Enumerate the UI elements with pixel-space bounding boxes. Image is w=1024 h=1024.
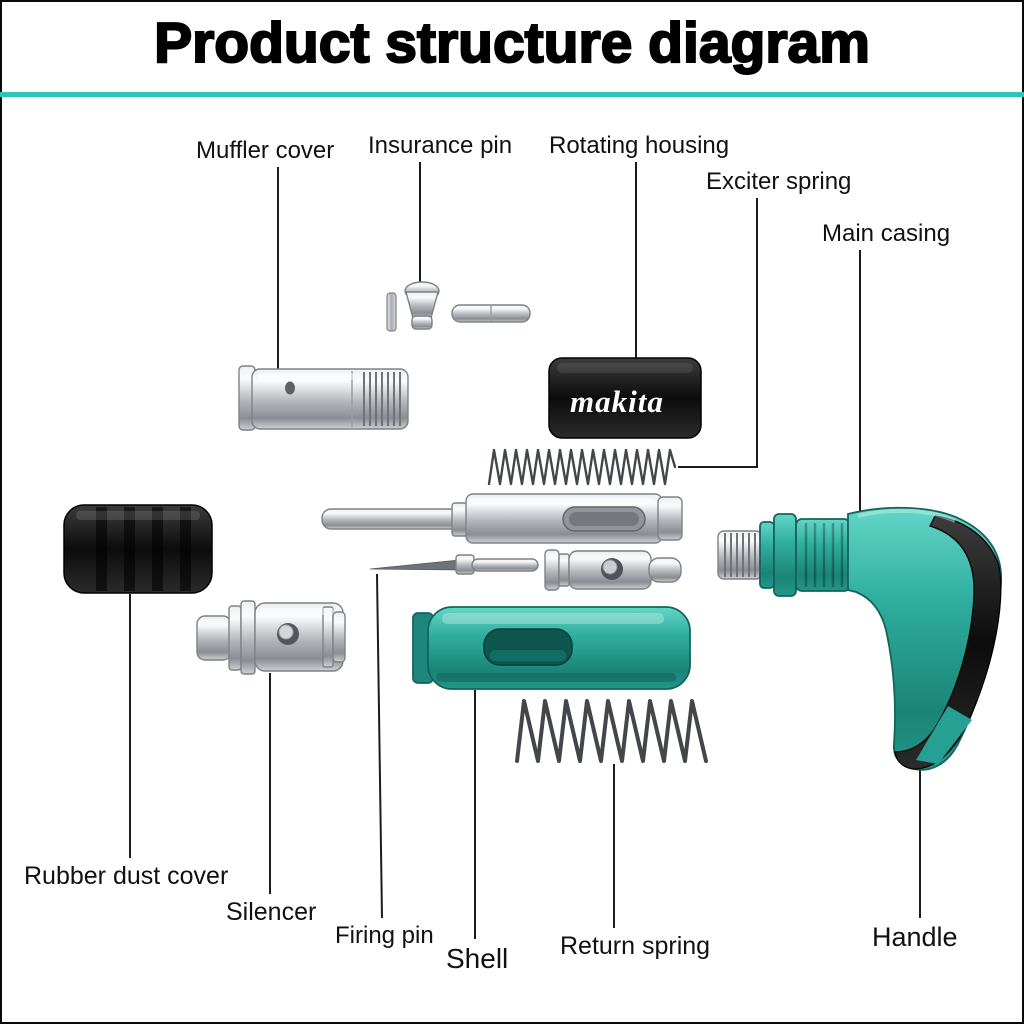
muffler-threads xyxy=(363,372,401,426)
part-return-spring xyxy=(515,699,708,763)
label-muffler-cover: Muffler cover xyxy=(196,137,335,164)
part-muffler-cover xyxy=(238,365,409,431)
part-silencer xyxy=(196,600,346,675)
collar-grooves xyxy=(804,523,844,587)
leader-exciter-spring xyxy=(678,198,758,468)
part-handle xyxy=(717,506,1003,771)
leader-firing-pin xyxy=(376,573,383,919)
label-firing-pin: Firing pin xyxy=(335,922,434,949)
leader-lines xyxy=(129,162,921,939)
label-exciter-spring: Exciter spring xyxy=(706,168,852,195)
label-handle: Handle xyxy=(872,922,958,952)
label-insurance-pin: Insurance pin xyxy=(368,132,513,159)
handle-grip-teal-wedge xyxy=(916,706,972,764)
label-shell: Shell xyxy=(446,943,509,974)
brand-logo: makita xyxy=(570,384,664,419)
label-rubber-dust-cover: Rubber dust cover xyxy=(24,862,229,890)
part-shell xyxy=(412,606,691,690)
part-rotating-housing: makita xyxy=(548,357,702,439)
part-piston-sleeve xyxy=(544,549,682,591)
label-main-casing: Main casing xyxy=(822,220,951,247)
page-title: Product structure diagram xyxy=(153,11,871,75)
label-rotating-housing: Rotating housing xyxy=(549,132,730,159)
part-firing-pin xyxy=(369,554,539,575)
muffler-hole xyxy=(285,381,295,395)
handle-threads xyxy=(724,533,756,577)
label-return-spring: Return spring xyxy=(560,932,711,960)
part-rubber-dust-cover xyxy=(63,504,213,594)
part-exciter-spring xyxy=(487,448,677,486)
label-silencer: Silencer xyxy=(226,898,317,926)
teal-divider xyxy=(0,92,1024,97)
part-insurance-pin xyxy=(386,281,531,332)
handle-grip-rubber xyxy=(894,515,1002,770)
part-main-piston xyxy=(321,493,683,544)
